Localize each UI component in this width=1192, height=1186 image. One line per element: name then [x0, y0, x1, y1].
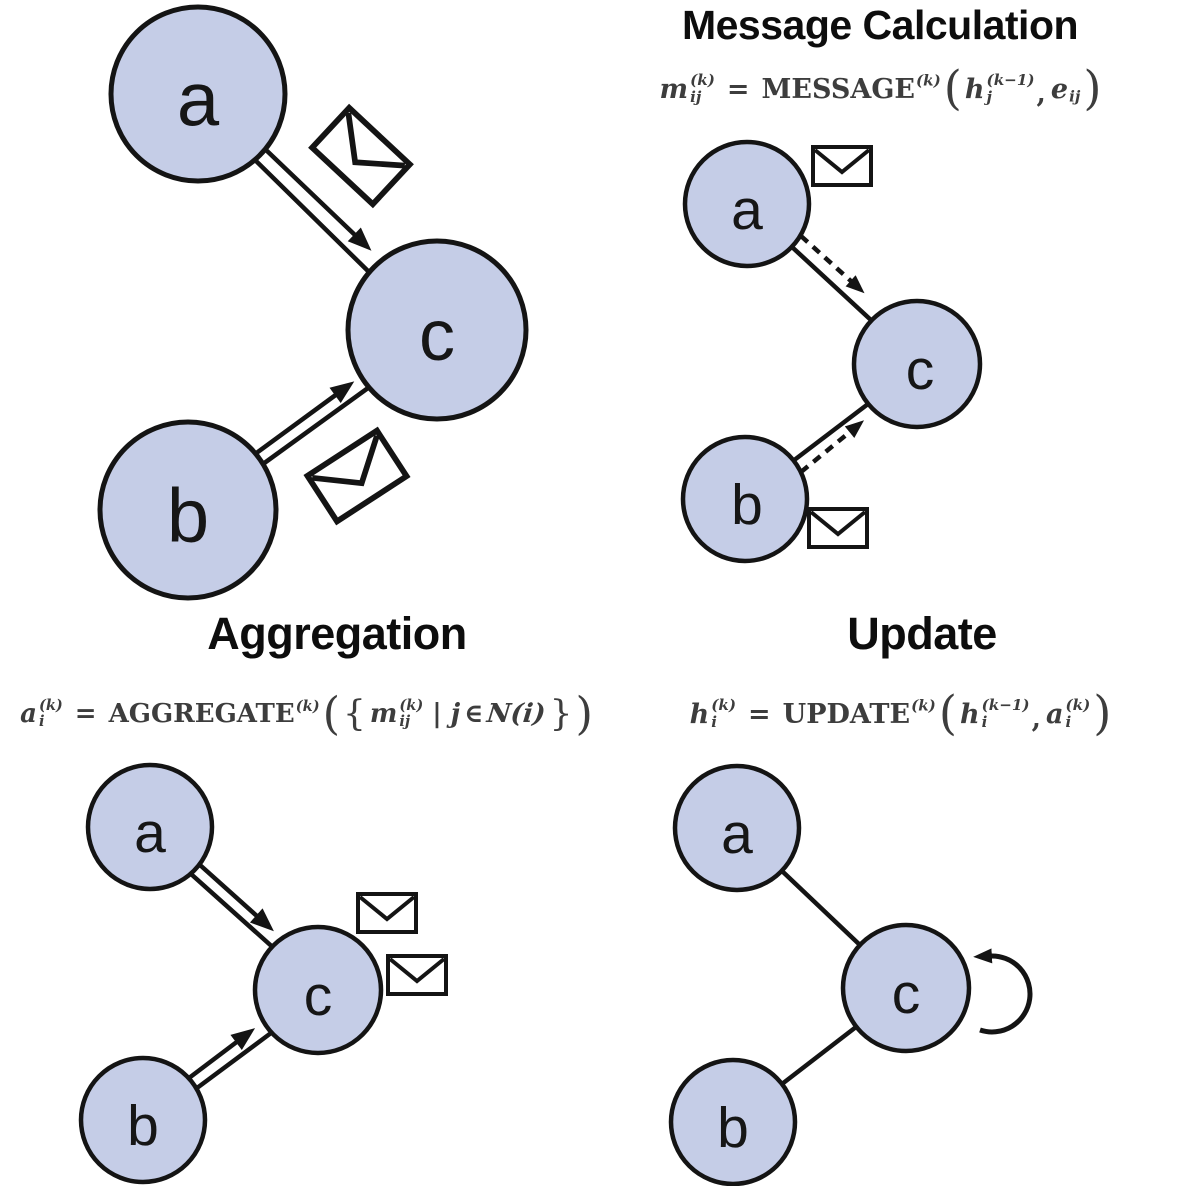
envelope-icon	[807, 507, 869, 549]
aggregation-formula: a (k) i = AGGREGATE (k) ( { m (k) ij | j…	[2, 680, 610, 748]
envelope-icon	[312, 108, 410, 204]
message-a-to-c-dashed-arrow	[799, 234, 865, 294]
node-c-circle	[345, 238, 529, 422]
node-a-circle	[85, 762, 215, 892]
formula-token: ,	[1036, 77, 1046, 109]
node-c-circle	[840, 922, 972, 1054]
envelope-icon	[386, 954, 448, 996]
node-b-circle	[680, 434, 810, 564]
node-b-circle	[97, 419, 279, 601]
edge-a-to-c-arrow	[263, 147, 372, 251]
node-a-label: a	[721, 802, 753, 866]
formula-token: a (k) i	[20, 696, 63, 730]
message-b-to-c-dashed-arrow	[799, 420, 865, 474]
node-c-circle	[252, 924, 384, 1056]
formula-token: }	[549, 692, 573, 734]
formula-token: UPDATE (k)	[782, 696, 936, 730]
formula-token: e ij	[1050, 73, 1081, 106]
edge-b-to-c-line	[195, 1031, 273, 1090]
edge-b-to-c-arrow	[187, 1028, 256, 1080]
formula-token: =	[726, 73, 750, 105]
envelope-icon	[811, 145, 873, 187]
formula-token: )	[1083, 61, 1102, 116]
edge-a-to-c-line	[790, 245, 874, 323]
node-c-label: c	[892, 962, 921, 1026]
formula-token: (	[938, 686, 957, 741]
formula-token: a (k) i	[1045, 696, 1091, 731]
node-c-circle	[851, 298, 983, 430]
aggregation-title: Aggregation	[207, 608, 467, 659]
node-c-label: c	[419, 296, 455, 376]
node-a-circle	[108, 4, 288, 184]
panel-message-calculation: a c b	[680, 139, 983, 564]
envelope-icon	[356, 892, 418, 934]
update-title: Update	[847, 608, 997, 659]
node-c-label: c	[906, 338, 935, 402]
edge-a-to-c-line	[253, 158, 371, 274]
formula-token: (	[322, 687, 341, 740]
node-b-label: b	[731, 473, 763, 537]
formula-token: {	[343, 692, 366, 734]
formula-token: j	[450, 699, 461, 729]
formula-token: m (k) ij	[659, 71, 715, 106]
formula-token: h (k) i	[689, 696, 737, 731]
update-formula: h (k) i = UPDATE (k) ( h (k−1) i , a (k)…	[600, 680, 1192, 748]
formula-token: )	[575, 687, 593, 740]
formula-token: AGGREGATE (k)	[108, 697, 320, 729]
node-b-label: b	[717, 1096, 749, 1160]
edge-b-to-c-line	[780, 1025, 858, 1086]
edge-a-to-c-line	[780, 869, 863, 948]
edge-a-to-c-arrow	[198, 863, 274, 932]
node-b-circle	[668, 1057, 798, 1186]
formula-token: h (k−1) i	[959, 696, 1030, 731]
panel-update: a c b	[668, 763, 1033, 1186]
formula-token: (	[943, 61, 962, 116]
node-b-circle	[78, 1055, 208, 1185]
node-b-label: b	[167, 474, 209, 559]
formula-token: h (k−1) j	[964, 71, 1035, 106]
formula-token: m (k) ij	[369, 696, 424, 730]
node-a-circle	[672, 763, 802, 893]
self-update-loop-arrow-icon	[973, 948, 1033, 1035]
node-a-label: a	[177, 58, 220, 143]
edge-a-to-c-line	[189, 872, 279, 953]
panel-aggregation: a c b	[78, 762, 448, 1185]
formula-token: |	[432, 699, 442, 729]
message-calculation-title: Message Calculation	[681, 2, 1079, 48]
node-a-circle	[682, 139, 812, 269]
message-calculation-formula: m (k) ij = MESSAGE (k) ( h (k−1) j , e i…	[570, 56, 1190, 122]
edge-b-to-c-line	[791, 402, 870, 463]
node-b-label: b	[127, 1094, 159, 1158]
edge-b-to-c-arrow	[253, 381, 355, 456]
node-a-label: a	[134, 801, 166, 865]
node-a-label: a	[731, 178, 763, 242]
formula-token: MESSAGE (k)	[761, 71, 941, 105]
formula-token: =	[748, 698, 771, 730]
formula-token: ∈	[464, 699, 484, 729]
envelope-icon	[307, 431, 406, 522]
formula-token: )	[1093, 686, 1112, 741]
formula-token: N(i)	[485, 699, 548, 729]
panel-overview: a c b	[97, 4, 529, 601]
formula-token: =	[74, 699, 97, 729]
node-c-label: c	[304, 964, 333, 1028]
formula-token: ,	[1031, 702, 1041, 734]
